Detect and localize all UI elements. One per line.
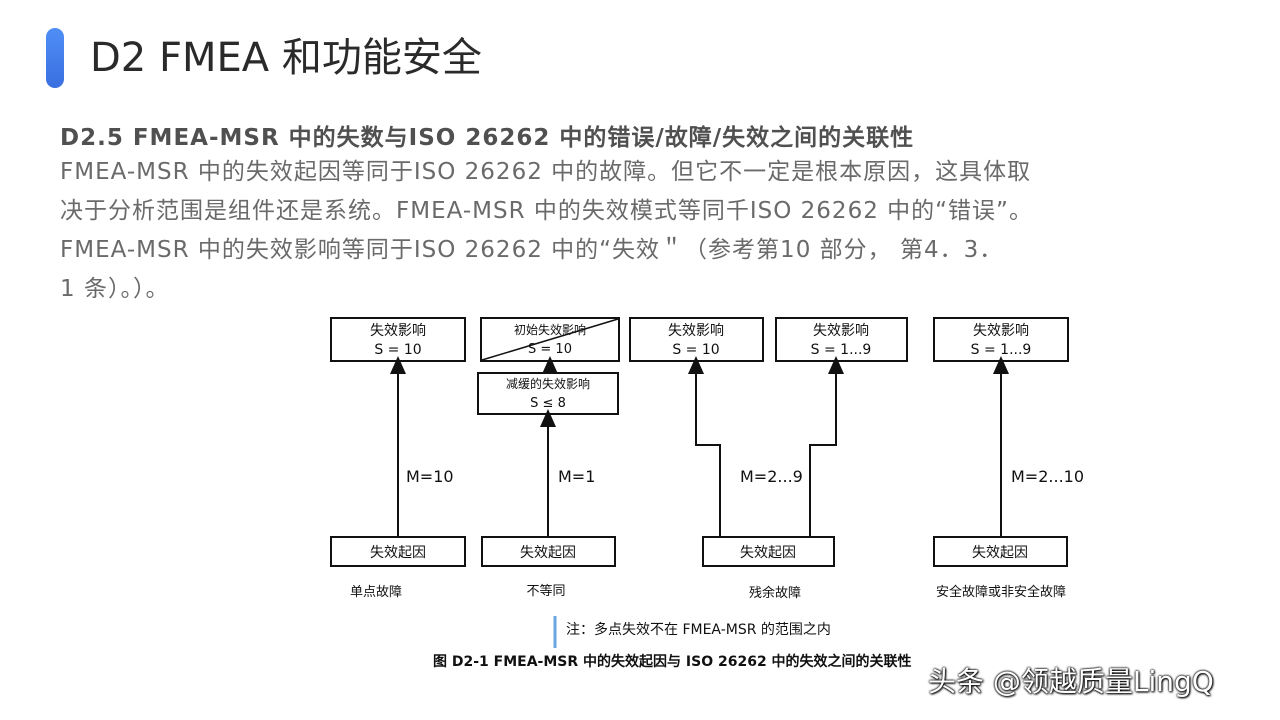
strike-through-col2 xyxy=(481,318,619,361)
body-line-3: FMEA-MSR 中的失效影响等同于ISO 26262 中的“失效＂（参考第10… xyxy=(60,237,1004,263)
m-label-col4: M=2...10 xyxy=(1011,467,1084,486)
effect-box-col3a-line2: S = 10 xyxy=(672,342,719,358)
effect-box-col3b-line2: S = 1...9 xyxy=(811,342,872,358)
effect-box-col3b-line1: 失效影响 xyxy=(813,323,869,339)
slide-title: D2 FMEA 和功能安全 xyxy=(90,35,482,81)
initial-effect-line2: S = 10 xyxy=(528,342,572,357)
effect-box-col4-line2: S = 1...9 xyxy=(971,342,1032,358)
cause-box-col2 xyxy=(481,536,616,567)
body-line-1: FMEA-MSR 中的失效起因等同于ISO 26262 中的故障。但它不一定是根… xyxy=(60,159,1032,185)
fmea-iso-mapping-diagram: 失效影响 S = 10 M=10 失效起因 单点故障 初始失效影响 S = 10… xyxy=(300,308,1120,678)
mitigated-effect-line2: S ≤ 8 xyxy=(530,396,566,411)
effect-box-col3a xyxy=(629,317,764,362)
cause-box-col3 xyxy=(702,536,835,567)
cause-box-col4-label: 失效起因 xyxy=(972,545,1028,561)
cause-box-col1-label: 失效起因 xyxy=(370,545,426,561)
body-line-2: 决于分析范围是组件还是系统。FMEA-MSR 中的失效模式等同千ISO 2626… xyxy=(60,198,1033,224)
body-paragraph: FMEA-MSR 中的失效起因等同于ISO 26262 中的故障。但它不一定是根… xyxy=(60,153,1270,309)
m-label-col2: M=1 xyxy=(558,467,595,486)
diagram-svg: 失效影响 S = 10 M=10 失效起因 单点故障 初始失效影响 S = 10… xyxy=(330,317,1084,670)
m-label-col1: M=10 xyxy=(406,467,454,486)
effect-box-col3b xyxy=(775,317,908,362)
branch-line-col3-right xyxy=(809,356,844,536)
effect-box-col1 xyxy=(330,317,466,362)
category-col2: 不等同 xyxy=(526,583,565,599)
cause-box-col2-label: 失效起因 xyxy=(520,545,576,561)
cause-box-col3-label: 失效起因 xyxy=(740,545,796,561)
watermark: 头条 @领越质量LingQ xyxy=(928,665,1214,698)
effect-box-col4 xyxy=(933,317,1069,362)
branch-line-col3 xyxy=(688,356,721,536)
figure-caption: 图 D2-1 FMEA-MSR 中的失效起因与 ISO 26262 中的失效之间… xyxy=(433,653,912,670)
diagram-note: 注：多点失效不在 FMEA-MSR 的范围之内 xyxy=(566,621,831,638)
effect-box-col3a-line1: 失效影响 xyxy=(668,323,724,339)
mitigated-effect-line1: 减缓的失效影响 xyxy=(506,376,590,391)
category-col4: 安全故障或非安全故障 xyxy=(936,584,1066,600)
cause-box-col4 xyxy=(933,536,1068,567)
category-col1: 单点故障 xyxy=(350,585,402,600)
title-accent-bar xyxy=(46,28,64,88)
section-heading: D2.5 FMEA-MSR 中的失数与ISO 26262 中的错误/故障/失效之… xyxy=(60,125,915,151)
effect-box-col1-line1: 失效影响 xyxy=(370,323,426,339)
effect-box-col1-line2: S = 10 xyxy=(374,342,421,358)
body-line-4: 1 条）。）。 xyxy=(60,276,170,302)
initial-effect-line1: 初始失效影响 xyxy=(514,322,586,337)
m-label-col3: M=2...9 xyxy=(740,467,803,486)
category-col3: 残余故障 xyxy=(749,585,801,601)
effect-box-col4-line1: 失效影响 xyxy=(973,323,1029,339)
cause-box-col1 xyxy=(330,536,466,567)
